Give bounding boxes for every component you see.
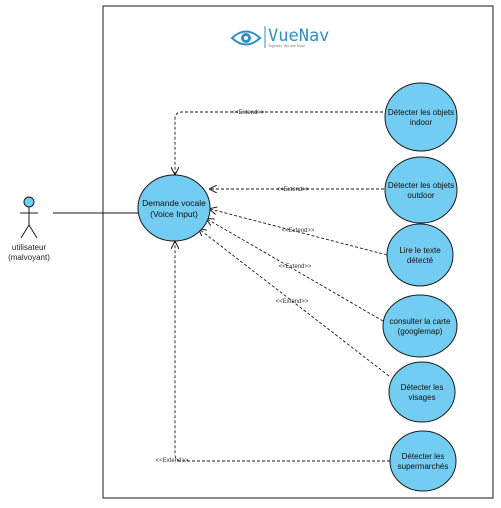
extend-label-indoor: <<Extend>>: [232, 110, 265, 116]
use-case-label-line2: supermarchés: [398, 462, 449, 471]
actor-label-line1: utilisateur: [12, 243, 47, 252]
extend-relations: [175, 111, 390, 462]
use-case-consulter-carte: consulter la carte (googlemap): [382, 294, 458, 358]
use-case-detecter-objets-outdoor: Détecter les objets outdoor: [384, 156, 458, 224]
use-case-detecter-supermarches: Détecter les supermarchés: [389, 430, 457, 492]
use-case-label-line2: outdoor: [407, 191, 434, 200]
use-case-label-line2: (googlemap): [398, 327, 443, 336]
use-case-label-line1: Détecter les: [401, 383, 444, 392]
extend-line-supermarches: [175, 242, 390, 462]
extend-label-supermarches: <<Extend>>: [156, 458, 189, 464]
extend-line-indoor: [175, 111, 388, 174]
extend-labels: <<Extend>> <<Extend>> <<Extend>> <<Exten…: [156, 110, 315, 464]
extend-line-lire-texte: [210, 209, 388, 256]
use-case-label-line2: indoor: [410, 118, 433, 127]
extend-line-carte: [207, 219, 384, 322]
use-case-demande-vocale: Demande vocale (Voice Input): [137, 174, 211, 242]
use-case-label-line1: Détecter les: [402, 452, 445, 461]
use-case-label-line2: détecté: [407, 256, 434, 265]
use-case-label-line2: (Voice Input): [150, 209, 198, 219]
system-boundary: [102, 5, 494, 499]
stick-figure-actor: [20, 196, 38, 239]
eye-icon: [230, 30, 262, 46]
logo-tagline: Together, We see More: [268, 44, 305, 48]
app-logo: VueNav Together, We see More: [230, 26, 329, 48]
extend-label-outdoor: <<Extend>>: [277, 187, 310, 193]
extend-label-carte: <<Extend>>: [279, 264, 312, 270]
logo-title: VueNav: [268, 26, 329, 46]
extend-line-visages: [199, 229, 390, 377]
use-case-detecter-objets-indoor: Détecter les objets indoor: [384, 82, 458, 152]
extend-label-visages: <<Extend>>: [276, 299, 309, 305]
use-case-label-line1: Demande vocale: [142, 198, 206, 208]
use-case-label-line1: Lire le texte: [399, 246, 441, 255]
use-case-label-line1: consulter la carte: [390, 317, 451, 326]
extend-label-lire-texte: <<Extend>>: [282, 228, 315, 234]
actor-user: utilisateur (malvoyant): [8, 196, 50, 262]
use-case-detecter-visages: Détecter les visages: [388, 361, 456, 423]
use-case-label-line1: Détecter les objets: [388, 108, 454, 117]
actor-label-line2: (malvoyant): [8, 253, 50, 262]
use-case-lire-texte: Lire le texte détecté: [386, 223, 454, 287]
use-case-label-line2: visages: [408, 393, 435, 402]
use-case-label-line1: Détecter les objets: [388, 181, 454, 190]
